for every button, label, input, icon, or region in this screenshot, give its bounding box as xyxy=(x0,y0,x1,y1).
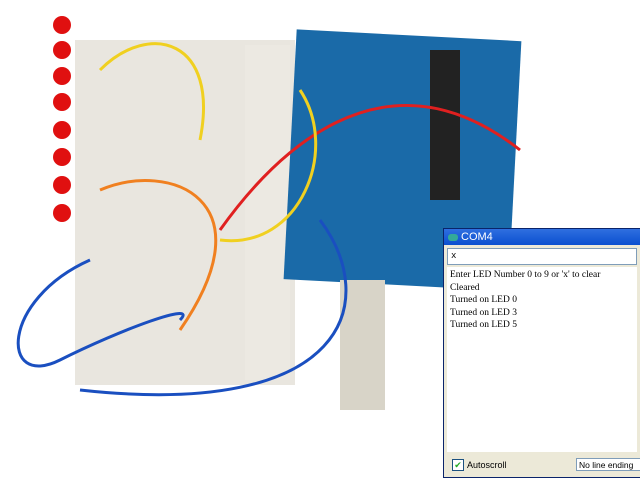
led-column xyxy=(53,16,71,222)
arduino-app-icon xyxy=(448,233,458,241)
output-line: Cleared xyxy=(450,282,480,293)
serial-input-field[interactable]: x xyxy=(447,248,637,265)
usb-cable xyxy=(340,280,385,410)
output-line: Turned on LED 0 xyxy=(450,295,517,305)
output-line: Turned on LED 3 xyxy=(450,307,517,318)
line-ending-value: No line ending xyxy=(579,460,634,470)
arduino-breadboard-photo xyxy=(16,16,522,410)
serial-output-area: Enter LED Number 0 to 9 or 'x' to clear … xyxy=(447,267,637,452)
microcontroller-chip xyxy=(430,50,460,200)
output-line: Turned on LED 5 xyxy=(450,320,517,330)
line-ending-select[interactable]: No line ending xyxy=(576,458,640,471)
output-line: Enter LED Number 0 to 9 or 'x' to clear xyxy=(450,270,601,280)
serial-monitor-window: COM4 x Enter LED Number 0 to 9 or 'x' to… xyxy=(443,228,640,478)
autoscroll-label: Autoscroll xyxy=(467,460,507,470)
window-title: COM4 xyxy=(461,231,493,243)
autoscroll-checkbox[interactable]: ✔ xyxy=(452,459,464,471)
arduino-board xyxy=(283,29,522,291)
title-bar[interactable]: COM4 xyxy=(444,229,640,245)
